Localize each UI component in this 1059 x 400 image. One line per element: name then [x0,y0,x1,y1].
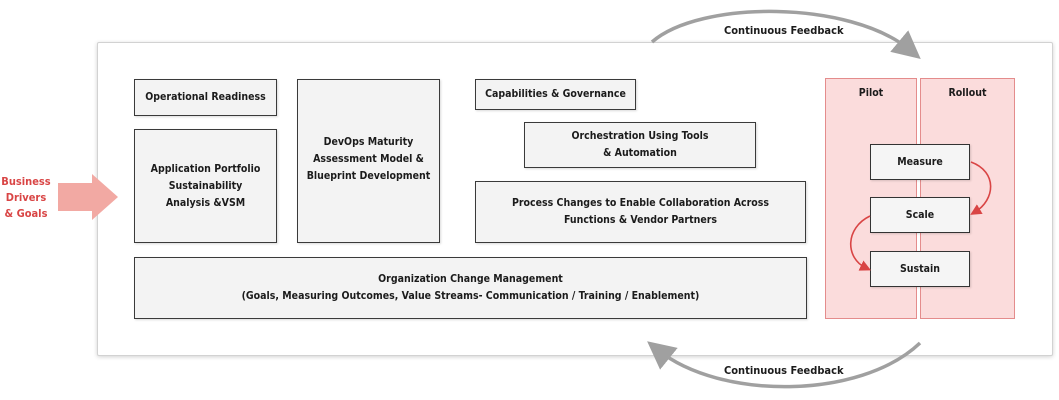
business-drivers-arrow [58,174,118,220]
measure-step: Measure [870,144,970,180]
business-drivers-label: Business Drivers & Goals [1,175,51,220]
continuous-feedback-top-label: Continuous Feedback [724,24,844,37]
pilot-title: Pilot [858,87,884,99]
capabilities-governance-box: Capabilities & Governance [475,79,636,110]
scale-to-sustain-arrow [849,215,872,271]
devops-maturity-box: DevOps Maturity Assessment Model & Bluep… [297,79,440,243]
org-change-management-box: Organization Change Management (Goals, M… [134,257,807,319]
operational-readiness-box: Operational Readiness [134,79,277,116]
continuous-feedback-bottom-label: Continuous Feedback [724,364,844,377]
measure-to-scale-arrow [970,161,992,215]
scale-step: Scale [870,197,970,233]
process-changes-box: Process Changes to Enable Collaboration … [475,181,806,243]
application-portfolio-box: Application Portfolio Sustainability Ana… [134,129,277,243]
feedback-top-arrow [650,9,921,59]
orchestration-box: Orchestration Using Tools & Automation [524,122,756,168]
rollout-title: Rollout [948,87,987,99]
feedback-bottom-arrow [647,341,922,389]
